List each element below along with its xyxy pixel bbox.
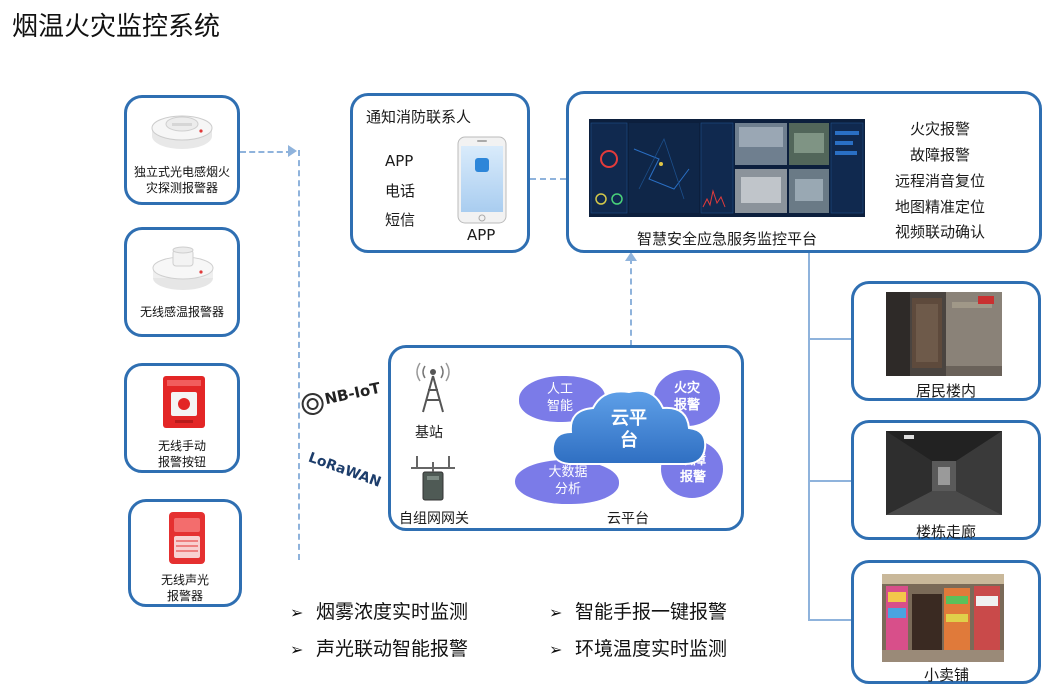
device-label-line2: 报警器 bbox=[166, 589, 203, 603]
notify-item-phone: 电话 bbox=[385, 182, 416, 200]
heat-detector-icon bbox=[152, 246, 214, 290]
device-label-line1: 无线手动 bbox=[157, 439, 206, 453]
bubble-fire-label: 火灾报警 bbox=[673, 381, 700, 413]
device-card-heat: 无线感温报警器 bbox=[124, 227, 240, 337]
nbiot-logo: NB-IoT bbox=[298, 375, 384, 421]
platform-feature: 火灾报警 bbox=[910, 120, 971, 138]
device-card-manual-button: 无线手动 报警按钮 bbox=[124, 363, 240, 473]
monitor-platform-card: 智慧安全应急服务监控平台 火灾报警 故障报警 远程消音复位 地图精准定位 视频联… bbox=[566, 91, 1042, 253]
sound-light-alarm-icon bbox=[169, 512, 205, 564]
smartphone-icon bbox=[457, 136, 507, 224]
device-to-bus-line bbox=[240, 151, 292, 153]
feature-item: ➢ 智能手报一键报警 bbox=[549, 597, 727, 624]
location-line-1 bbox=[808, 338, 851, 340]
notify-title: 通知消防联系人 bbox=[366, 108, 472, 126]
notify-contacts-card: 通知消防联系人 APP 电话 短信 APP bbox=[350, 93, 530, 253]
arrow-up-icon bbox=[625, 252, 637, 261]
location-label: 楼栋走廊 bbox=[916, 523, 977, 541]
gateway-icon bbox=[411, 456, 455, 501]
device-label-line2: 灾探测报警器 bbox=[145, 181, 218, 195]
device-card-sound-light: 无线声光 报警器 bbox=[128, 499, 242, 607]
notify-platform-line bbox=[530, 178, 566, 180]
smoke-detector-icon bbox=[151, 115, 213, 149]
manual-alarm-button-icon bbox=[163, 376, 205, 428]
bubble-ai-label: 人工智能 bbox=[546, 382, 573, 414]
feature-text: 智能手报一键报警 bbox=[575, 601, 728, 623]
nbiot-mark-icon bbox=[301, 393, 324, 416]
cloud-network-card: 基站 自组网网关 人工智能 火灾报警 故障报警 大数据分析 云平台 云平台 bbox=[388, 345, 744, 531]
bubble-bigdata-label: 大数据分析 bbox=[548, 465, 588, 497]
notify-item-app: APP bbox=[385, 152, 414, 170]
bubble-bigdata bbox=[515, 460, 619, 504]
arrow-bullet-icon: ➢ bbox=[290, 603, 304, 622]
location-card-residential: 居民楼内 bbox=[851, 281, 1041, 401]
feature-text: 环境温度实时监测 bbox=[575, 638, 728, 660]
gateway-label: 自组网网关 bbox=[399, 511, 469, 527]
dashboard-visual bbox=[589, 119, 865, 217]
cloud-icon bbox=[551, 389, 707, 465]
feature-item: ➢ 环境温度实时监测 bbox=[549, 634, 727, 661]
location-label: 小卖铺 bbox=[924, 666, 970, 684]
residential-visual bbox=[886, 292, 1002, 376]
platform-caption: 智慧安全应急服务监控平台 bbox=[637, 230, 818, 248]
device-label-line1: 无线感温报警器 bbox=[139, 305, 224, 319]
cloud-caption: 云平台 bbox=[607, 511, 649, 527]
location-label: 居民楼内 bbox=[916, 382, 977, 400]
location-card-shop: 小卖铺 bbox=[851, 560, 1041, 684]
cloud-platform-line bbox=[630, 258, 632, 346]
arrow-right-icon bbox=[288, 145, 297, 157]
phone-caption: APP bbox=[467, 226, 496, 244]
device-label-line1: 无线声光 bbox=[160, 573, 209, 587]
nbiot-label: NB-IoT bbox=[323, 378, 382, 409]
corridor-photo bbox=[886, 431, 1002, 515]
platform-feature: 地图精准定位 bbox=[895, 198, 986, 216]
device-card-smoke: 独立式光电感烟火 灾探测报警器 bbox=[124, 95, 240, 205]
lorawan-label: LoRaWAN bbox=[306, 449, 384, 491]
platform-feature: 视频联动确认 bbox=[895, 223, 986, 241]
corridor-visual bbox=[886, 431, 1002, 515]
platform-feature: 远程消音复位 bbox=[895, 172, 986, 190]
dashboard-screenshot bbox=[589, 119, 865, 217]
arrow-bullet-icon: ➢ bbox=[549, 603, 563, 622]
page-title: 烟温火灾监控系统 bbox=[12, 12, 221, 42]
station-label: 基站 bbox=[415, 425, 443, 441]
lorawan-logo: LoRaWAN bbox=[303, 450, 388, 501]
residential-photo bbox=[886, 292, 1002, 376]
base-station-icon bbox=[416, 362, 450, 413]
platform-feature: 故障报警 bbox=[910, 146, 971, 164]
feature-item: ➢ 烟雾浓度实时监测 bbox=[290, 597, 468, 624]
device-label-line1: 独立式光电感烟火 bbox=[133, 165, 230, 179]
location-line-3 bbox=[808, 619, 851, 621]
location-card-corridor: 楼栋走廊 bbox=[851, 420, 1041, 541]
location-bus-line bbox=[808, 252, 810, 620]
cloud-center-label: 云平台 bbox=[611, 408, 647, 451]
feature-text: 声光联动智能报警 bbox=[316, 638, 469, 660]
shop-photo bbox=[882, 574, 1004, 662]
feature-item: ➢ 声光联动智能报警 bbox=[290, 634, 468, 661]
device-bus-line bbox=[298, 150, 300, 560]
notify-item-sms: 短信 bbox=[385, 211, 416, 229]
location-line-2 bbox=[808, 480, 851, 482]
arrow-bullet-icon: ➢ bbox=[549, 640, 563, 659]
device-label-line2: 报警按钮 bbox=[157, 455, 206, 469]
shop-visual bbox=[882, 574, 1004, 662]
feature-text: 烟雾浓度实时监测 bbox=[316, 601, 469, 623]
arrow-bullet-icon: ➢ bbox=[290, 640, 304, 659]
